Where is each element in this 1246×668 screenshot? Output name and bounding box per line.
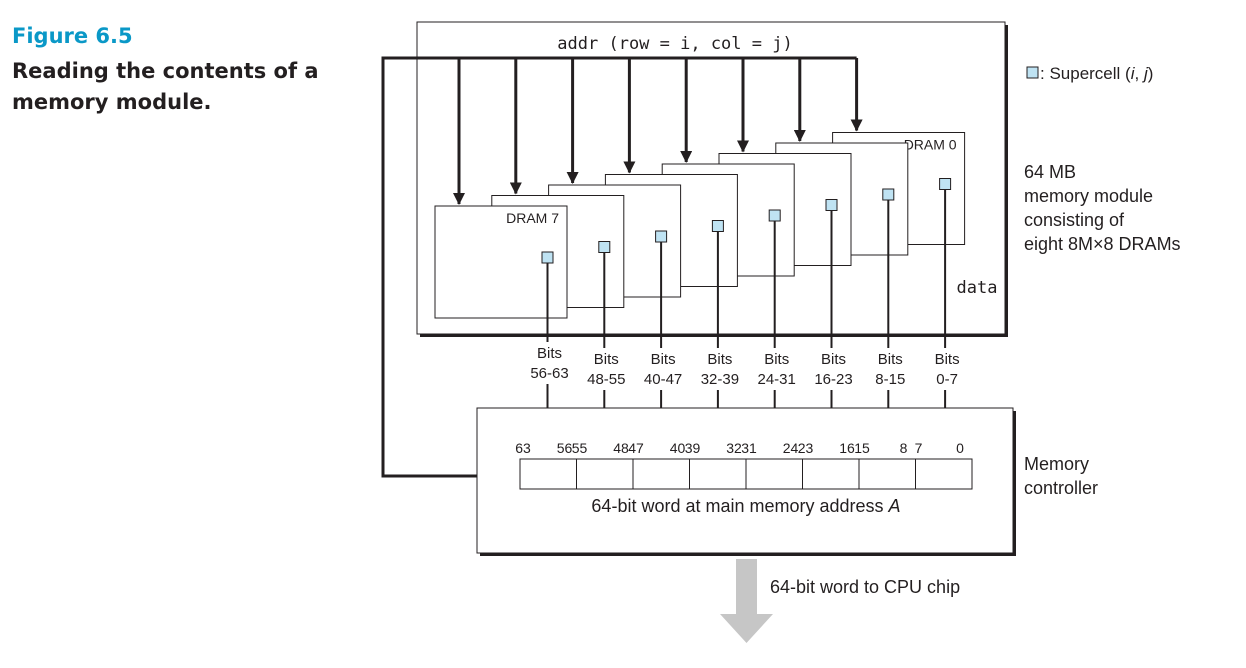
bits-range: 8-15 bbox=[875, 371, 905, 388]
bit-position: 56 bbox=[557, 440, 573, 456]
bit-position: 48 bbox=[613, 440, 629, 456]
module-description: 64 MB memory module consisting of eight … bbox=[1024, 162, 1181, 254]
bits-word: Bits bbox=[707, 351, 732, 368]
dram-chips: DRAM 0 DRAM 7 bbox=[434, 132, 966, 319]
bit-position: 23 bbox=[798, 440, 814, 456]
bit-range-label: Bits 8-15 bbox=[864, 348, 915, 390]
address-bus bbox=[381, 56, 863, 478]
figure-caption: Reading the contents of a memory module. bbox=[12, 59, 319, 114]
output-label: 64-bit word to CPU chip bbox=[770, 577, 960, 597]
bit-position: 40 bbox=[670, 440, 686, 456]
bits-range: 56-63 bbox=[530, 365, 568, 382]
bit-position: 31 bbox=[741, 440, 757, 456]
bit-position: 7 bbox=[915, 440, 923, 456]
bits-word: Bits bbox=[594, 351, 619, 368]
bits-word: Bits bbox=[821, 351, 846, 368]
bit-range-label: Bits 24-31 bbox=[750, 348, 801, 390]
bits-range: 40-47 bbox=[644, 371, 682, 388]
data-label: data bbox=[957, 278, 998, 298]
bit-position: 8 bbox=[900, 440, 908, 456]
bit-position: 63 bbox=[515, 440, 531, 456]
supercell-icon bbox=[882, 188, 895, 201]
supercell-legend: : Supercell (i, j) bbox=[1040, 64, 1153, 83]
bit-range-label: Bits 16-23 bbox=[807, 348, 858, 390]
bit-range-label: Bits 0-7 bbox=[921, 348, 972, 390]
supercell-icon bbox=[655, 230, 668, 243]
address-bus-main bbox=[381, 56, 857, 478]
word-register bbox=[519, 458, 973, 490]
bits-word: Bits bbox=[651, 351, 676, 368]
bit-position: 16 bbox=[839, 440, 855, 456]
bit-position: 55 bbox=[572, 440, 588, 456]
bit-range-label: Bits 40-47 bbox=[637, 348, 688, 390]
bits-word: Bits bbox=[878, 351, 903, 368]
controller-label: Memory controller bbox=[1024, 454, 1098, 498]
bits-range: 32-39 bbox=[701, 371, 739, 388]
addr-label: addr (row = i, col = j) bbox=[557, 34, 792, 54]
bits-range: 16-23 bbox=[814, 371, 852, 388]
bits-range: 48-55 bbox=[587, 371, 625, 388]
supercell-icon bbox=[711, 220, 724, 232]
bit-position: 47 bbox=[628, 440, 644, 456]
bit-range-label: Bits 56-63 bbox=[523, 342, 574, 384]
output-arrow bbox=[720, 559, 773, 643]
bit-position: 32 bbox=[726, 440, 742, 456]
supercell-icon bbox=[541, 251, 554, 264]
bit-position: 15 bbox=[854, 440, 870, 456]
bit-range-label: Bits 32-39 bbox=[693, 348, 744, 390]
bit-position: 24 bbox=[783, 440, 799, 456]
bits-word: Bits bbox=[537, 345, 562, 362]
supercell-legend-icon bbox=[1026, 66, 1039, 79]
word-label: 64-bit word at main memory address A bbox=[591, 496, 900, 516]
figure-number: Figure 6.5 bbox=[12, 24, 133, 48]
supercell-icon bbox=[768, 209, 781, 222]
supercell-icon bbox=[825, 199, 838, 211]
bit-range-labels: Bits56-63Bits48-55Bits40-47Bits32-39Bits… bbox=[523, 342, 972, 390]
dram-label: DRAM 0 bbox=[904, 137, 957, 153]
bits-word: Bits bbox=[935, 351, 960, 368]
supercell-icon bbox=[939, 178, 952, 190]
bits-range: 24-31 bbox=[758, 371, 796, 388]
dram-label: DRAM 7 bbox=[506, 210, 559, 226]
supercell-icon bbox=[598, 241, 611, 253]
bit-range-label: Bits 48-55 bbox=[580, 348, 631, 390]
bits-range: 0-7 bbox=[936, 371, 958, 388]
dram-chip: DRAM 7 bbox=[434, 205, 568, 319]
bit-position: 39 bbox=[685, 440, 701, 456]
bits-word: Bits bbox=[764, 351, 789, 368]
bit-position: 0 bbox=[956, 440, 964, 456]
